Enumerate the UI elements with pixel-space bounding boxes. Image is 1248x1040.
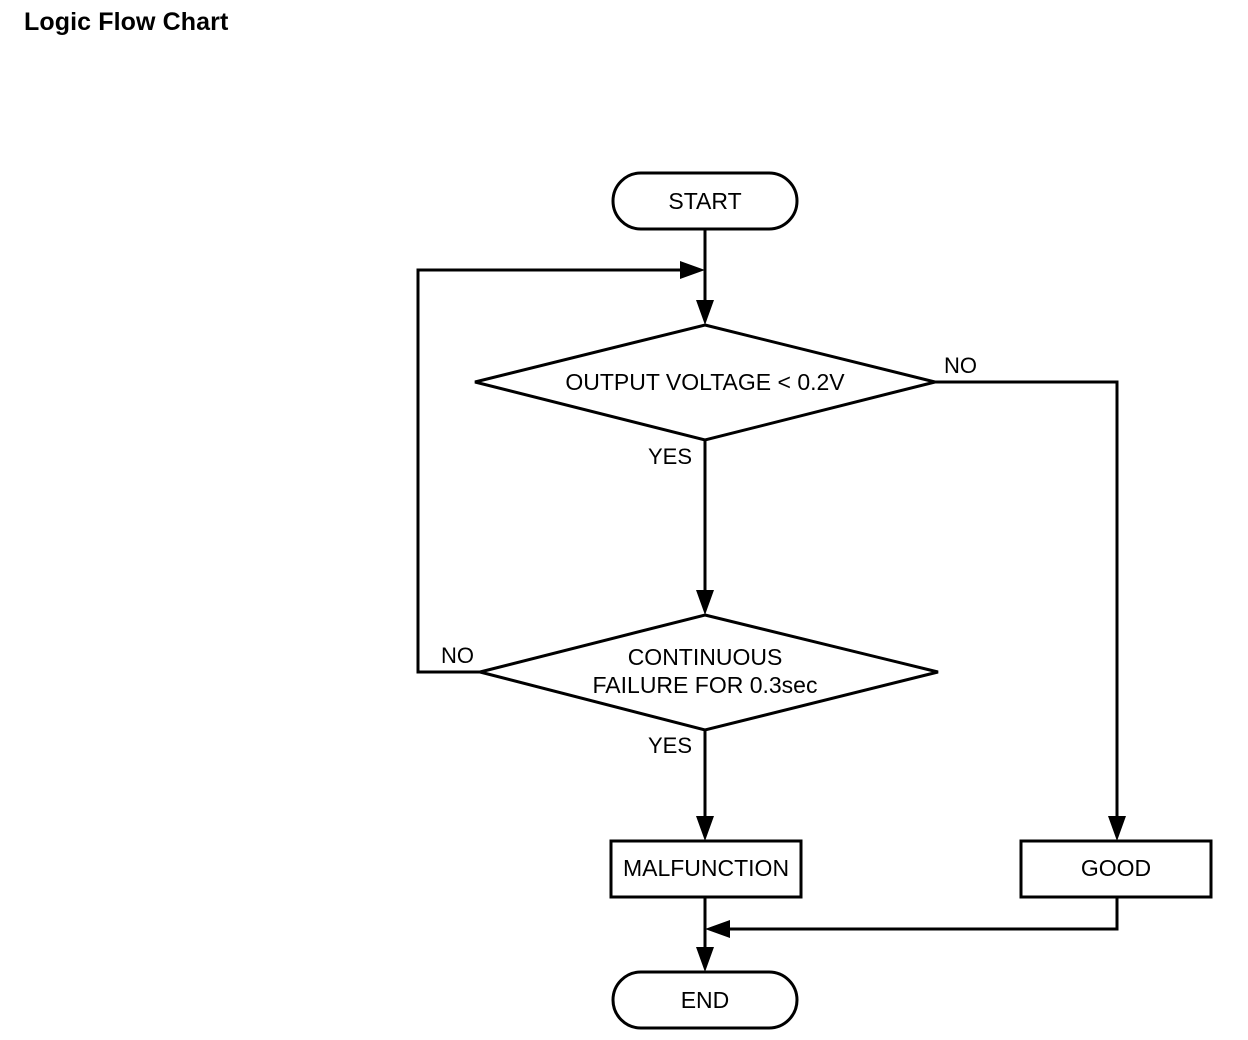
decision2-node-shape [479, 613, 939, 732]
node-start[interactable]: START [611, 171, 799, 231]
arrowhead-down-icon [696, 947, 714, 972]
edge-label-no-decision1: NO [944, 353, 977, 378]
arrowhead-down-icon [696, 300, 714, 325]
edge-good-to-end-merge [705, 896, 1119, 938]
malfunction-node-shape [609, 839, 803, 899]
edge-malfunction-to-end [696, 896, 714, 972]
arrowhead-down-icon [696, 590, 714, 615]
start-node-shape [611, 171, 799, 231]
decision2-node-label-line1: CONTINUOUS [628, 644, 783, 670]
node-good[interactable]: GOOD [1019, 839, 1213, 899]
edge-decision1-yes-to-decision2 [696, 440, 714, 615]
good-node-label: GOOD [1081, 855, 1151, 881]
edge-decision1-no-to-good [935, 380, 1126, 841]
edge-decision2-no-loop-to-decision1 [416, 261, 705, 674]
node-end[interactable]: END [611, 970, 799, 1030]
node-decision-output-voltage[interactable]: OUTPUT VOLTAGE < 0.2V [474, 323, 936, 442]
page-title: Logic Flow Chart [24, 8, 229, 36]
edge-label-no-decision2: NO [441, 643, 474, 668]
decision1-node-label: OUTPUT VOLTAGE < 0.2V [565, 369, 845, 395]
decision1-node-shape [474, 323, 936, 442]
edge-line [935, 380, 1119, 826]
edge-decision2-yes-to-malfunction [696, 730, 714, 841]
end-node-shape [611, 970, 799, 1030]
node-malfunction[interactable]: MALFUNCTION [609, 839, 803, 899]
decision2-node-label-line2: FAILURE FOR 0.3sec [593, 672, 818, 698]
start-node-label: START [668, 188, 741, 214]
arrowhead-down-icon [696, 816, 714, 841]
arrowhead-left-icon [705, 920, 730, 938]
malfunction-node-label: MALFUNCTION [623, 855, 789, 881]
node-decision-continuous-failure[interactable]: CONTINUOUS FAILURE FOR 0.3sec [479, 613, 939, 732]
edge-line [722, 896, 1119, 931]
arrowhead-right-icon [680, 261, 705, 279]
end-node-label: END [681, 987, 730, 1013]
edge-label-yes-decision2: YES [648, 733, 692, 758]
good-node-shape [1019, 839, 1213, 899]
edge-label-yes-decision1: YES [648, 444, 692, 469]
edge-start-to-decision1 [696, 229, 714, 325]
arrowhead-down-icon [1108, 816, 1126, 841]
edge-line [416, 268, 688, 674]
